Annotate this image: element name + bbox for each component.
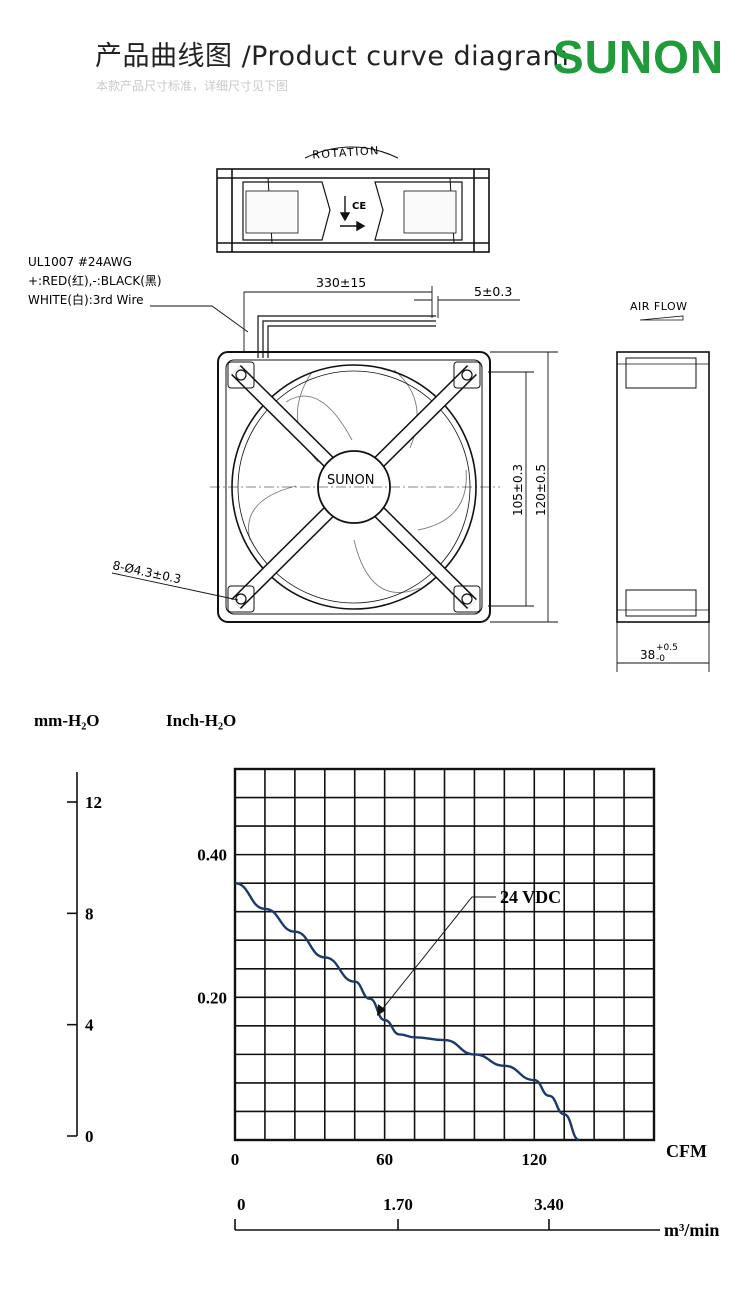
ce-mark: CE — [352, 201, 366, 212]
m3-tick-label: 0 — [237, 1195, 246, 1214]
wire-spec-line-2: +:RED(红),-:BLACK(黑) — [28, 273, 162, 288]
m3-axis: 0 1.70 3.40 — [234, 1195, 660, 1231]
page-subtitle: 本款产品尺寸标准，详细尺寸见下图 — [96, 79, 289, 93]
cfm-tick-label: 0 — [231, 1150, 240, 1169]
frame-size-label: 120±0.5 — [534, 464, 548, 516]
fan-front-view — [210, 351, 500, 623]
series-annotation-arrowhead — [377, 1004, 386, 1016]
inch-tick-label: 0.40 — [197, 846, 227, 865]
depth-label: 38 — [640, 648, 655, 662]
lead-length-label: 330±15 — [316, 275, 366, 290]
mm-tick-label: 4 — [85, 1016, 94, 1035]
y-right-axis-title: Inch-H₂O — [166, 711, 236, 730]
lead-length-dimension — [243, 286, 520, 352]
hole-spacing-label: 105±0.3 — [511, 464, 525, 516]
airflow-label: AIR FLOW — [630, 300, 688, 313]
mm-tick-label: 8 — [85, 904, 94, 923]
depth-tol-minus: -0 — [656, 654, 665, 664]
mechanical-drawing: ROTATION CE UL1007 #24AWG +:RED(红),-:BLA… — [28, 144, 710, 672]
series-line-24vdc — [234, 882, 580, 1142]
fan-wires — [257, 315, 436, 358]
depth-tol-plus: +0.5 — [656, 643, 678, 653]
brand-logo: SUNON — [553, 31, 725, 83]
hub-label: SUNON — [327, 473, 374, 488]
inch-ticks: 0.20 0.40 — [197, 846, 227, 1008]
mm-tick-label: 0 — [85, 1127, 94, 1146]
performance-curve — [234, 882, 580, 1142]
hole-spec-label: 8-Ø4.3±0.3 — [111, 558, 182, 586]
m3-axis-title: m³/min — [664, 1220, 719, 1240]
airflow-arrow — [639, 315, 684, 321]
rotation-arrow — [304, 146, 399, 159]
cfm-axis-title: CFM — [666, 1141, 707, 1161]
plot-frame — [233, 767, 656, 1142]
wire-spec-line-3: WHITE(白):3rd Wire — [28, 292, 144, 307]
mm-axis: 0 4 8 12 — [67, 772, 102, 1146]
series-label: 24 VDC — [500, 887, 561, 907]
fan-side-view — [616, 351, 710, 672]
height-dimensions — [488, 351, 558, 623]
airflow-direction-arrows — [339, 196, 366, 232]
page-title: 产品曲线图 /Product curve diagram — [95, 41, 570, 72]
wire-spec-leader — [150, 305, 249, 333]
performance-chart: mm-H₂O Inch-H₂O 0 4 8 12 0.20 0.40 0 60 120 CF… — [34, 711, 719, 1240]
m3-tick-label: 3.40 — [534, 1195, 564, 1214]
inch-tick-label: 0.20 — [197, 988, 227, 1007]
hole-spec-leader — [111, 572, 239, 601]
rotation-label: ROTATION — [312, 144, 380, 162]
lead-gap-label: 5±0.3 — [474, 284, 512, 299]
wire-spec-line-1: UL1007 #24AWG — [28, 255, 132, 269]
cfm-ticks: 0 60 120 — [231, 1150, 547, 1169]
cfm-tick-label: 120 — [522, 1150, 548, 1169]
chart-grid — [233, 767, 656, 1142]
m3-tick-label: 1.70 — [383, 1195, 413, 1214]
series-annotation-leader — [379, 896, 496, 1013]
fan-top-view — [216, 168, 490, 253]
y-left-axis-title: mm-H₂O — [34, 711, 100, 730]
cfm-tick-label: 60 — [376, 1150, 393, 1169]
series-annotation: 24 VDC — [377, 887, 561, 1016]
mm-tick-label: 12 — [85, 793, 102, 812]
